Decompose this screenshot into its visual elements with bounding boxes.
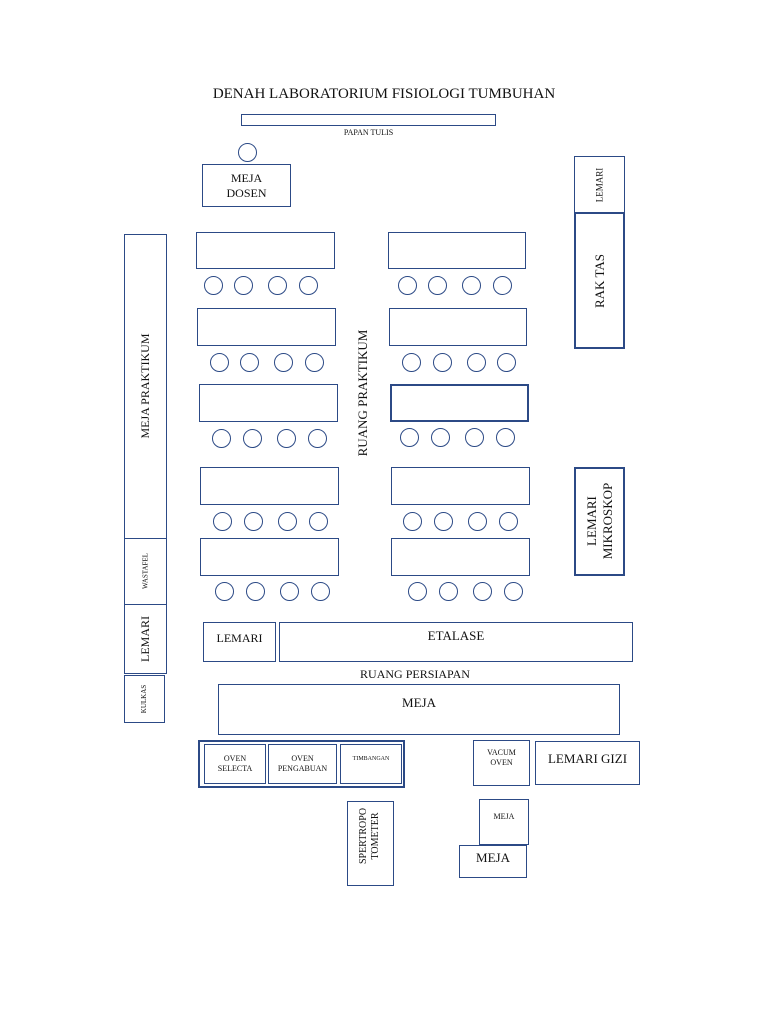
etalase: [279, 622, 633, 662]
rak-tas-label: RAK TAS: [592, 254, 608, 308]
meja-persiapan-label: MEJA: [402, 694, 436, 710]
chair: [299, 276, 318, 295]
meja-dosen-label: MEJA DOSEN: [226, 170, 267, 200]
chair: [311, 582, 330, 601]
chair: [305, 353, 324, 372]
chair: [308, 429, 327, 448]
bench-left-2: [197, 308, 336, 346]
oven-selecta: [204, 744, 266, 784]
chair: [204, 276, 223, 295]
chair: [213, 512, 232, 531]
chair: [240, 353, 259, 372]
chair: [433, 353, 452, 372]
chair: [434, 512, 453, 531]
bench-right-5: [391, 538, 530, 576]
timbangan: [340, 744, 402, 784]
meja-bottom-label: MEJA: [476, 849, 510, 865]
chair: [277, 429, 296, 448]
lecturer-chair: [238, 143, 257, 162]
lemari-left: [124, 604, 167, 674]
lemari-top: [574, 156, 625, 213]
chair: [212, 429, 231, 448]
chair: [467, 353, 486, 372]
lemari-top-label: LEMARI: [594, 167, 605, 203]
spektrofotometer-label: SPERTROPO TOMETER: [358, 807, 381, 865]
chair: [428, 276, 447, 295]
chair: [402, 353, 421, 372]
oven-pengabuan-label: OVEN PENGABUAN: [277, 754, 328, 773]
chair: [497, 353, 516, 372]
lemari-mikroskop-label: LEMARI MIKROSKOP: [584, 482, 615, 560]
wastafel: [124, 538, 167, 605]
chair: [400, 428, 419, 447]
chair: [504, 582, 523, 601]
chair: [215, 582, 234, 601]
lemari-gizi: [535, 741, 640, 785]
spektrofotometer: [347, 801, 394, 886]
meja-praktikum-long: [124, 234, 167, 539]
chair: [493, 276, 512, 295]
oven-selecta-label: OVEN SELECTA: [217, 754, 253, 773]
lemari-mikroskop: [574, 467, 625, 576]
wastafel-label: WASTAFEL: [141, 553, 150, 589]
chair: [462, 276, 481, 295]
lemari-bottom-label: LEMARI: [216, 630, 263, 645]
meja-persiapan: [218, 684, 620, 735]
rak-tas: [574, 212, 625, 349]
chair: [403, 512, 422, 531]
chair: [280, 582, 299, 601]
diagram-title: DENAH LABORATORIUM FISIOLOGI TUMBUHAN: [212, 86, 556, 102]
chair: [234, 276, 253, 295]
chair: [244, 512, 263, 531]
chair: [243, 429, 262, 448]
etalase-label: ETALASE: [427, 627, 485, 643]
chair: [468, 512, 487, 531]
chair: [408, 582, 427, 601]
bench-left-1: [196, 232, 335, 269]
lemari-bottom: [203, 622, 276, 662]
meja-small: [479, 799, 529, 845]
chair: [210, 353, 229, 372]
chair: [274, 353, 293, 372]
chair: [473, 582, 492, 601]
meja-bottom: [459, 845, 527, 878]
chair: [309, 512, 328, 531]
chair: [278, 512, 297, 531]
oven-pengabuan: [268, 744, 337, 784]
papan-tulis-board: [241, 114, 496, 126]
lemari-left-label: LEMARI: [137, 616, 152, 662]
bench-right-1: [388, 232, 526, 269]
meja-small-label: MEJA: [493, 812, 515, 821]
chair: [499, 512, 518, 531]
lemari-gizi-label: LEMARI GIZI: [547, 750, 628, 766]
bench-right-2: [389, 308, 527, 346]
timbangan-label: TIMBANGAN: [352, 756, 390, 763]
chair: [439, 582, 458, 601]
chair: [496, 428, 515, 447]
bench-left-3: [199, 384, 338, 422]
bench-left-5: [200, 538, 339, 576]
vacum-oven: [473, 740, 530, 786]
ruang-praktikum-label: RUANG PRAKTIKUM: [355, 329, 371, 457]
chair: [431, 428, 450, 447]
kulkas: [124, 675, 165, 723]
kulkas-label: KULKAS: [139, 684, 148, 714]
ruang-persiapan-label: RUANG PERSIAPAN: [360, 666, 470, 681]
papan-tulis-label: PAPAN TULIS: [343, 128, 394, 137]
meja-praktikum-label: MEJA PRAKTIKUM: [137, 333, 152, 439]
bench-left-4: [200, 467, 339, 505]
chair: [465, 428, 484, 447]
chair: [246, 582, 265, 601]
bench-right-4: [391, 467, 530, 505]
meja-dosen: [202, 164, 291, 207]
chair: [398, 276, 417, 295]
vacum-oven-label: VACUM OVEN: [487, 748, 516, 767]
bench-right-3: [390, 384, 529, 422]
chair: [268, 276, 287, 295]
